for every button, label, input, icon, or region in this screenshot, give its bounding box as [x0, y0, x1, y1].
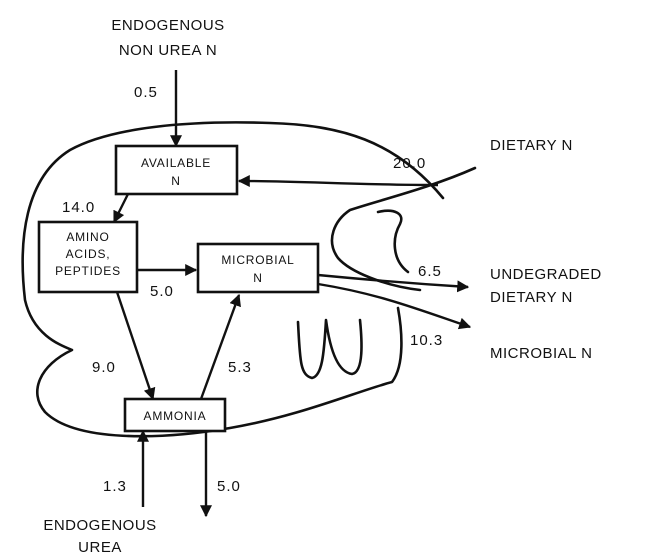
amino-label-line1: AMINO — [66, 230, 109, 244]
dietary-n-label: DIETARY N — [490, 137, 573, 154]
endogenous-non-urea-label-line2: NON UREA N — [119, 42, 217, 59]
flow-value-undegraded-out: 6.5 — [418, 263, 442, 280]
amino-label-line2: ACIDS, — [66, 247, 111, 261]
microbial-n-box — [196, 242, 320, 294]
reticulum-folds — [296, 318, 363, 380]
omasal-hook — [376, 209, 410, 274]
arrow-undegraded-dietary-out — [317, 273, 470, 293]
amino-label-line3: PEPTIDES — [55, 264, 121, 278]
arrow-amino-to-ammonia — [115, 291, 156, 401]
arrow-dietary-to-available — [237, 175, 439, 188]
undegraded-dietary-label-line2: DIETARY N — [490, 289, 573, 306]
flow-value-microbial-out: 10.3 — [410, 332, 443, 349]
endogenous-urea-label-line1: ENDOGENOUS — [43, 517, 156, 534]
flow-value-ammonia-to-microbial: 5.3 — [228, 359, 252, 376]
endogenous-non-urea-label-line1: ENDOGENOUS — [111, 17, 224, 34]
available-n-label-line2: N — [171, 174, 180, 188]
flow-value-endogenous-urea: 1.3 — [103, 478, 127, 495]
available-n-label-line1: AVAILABLE — [141, 156, 211, 170]
ammonia-box — [123, 397, 227, 433]
amino-acids-peptides-box — [37, 220, 139, 294]
arrow-microbial-out — [317, 282, 472, 330]
microbial-n-box-label-line2: N — [253, 271, 262, 285]
rumen-outline — [21, 121, 445, 438]
flow-value-amino-to-ammonia: 9.0 — [92, 359, 116, 376]
flow-value-amino-to-microbial: 5.0 — [150, 283, 174, 300]
flow-value-ammonia-out: 5.0 — [217, 478, 241, 495]
undegraded-dietary-label-line1: UNDEGRADED — [490, 266, 602, 283]
microbial-n-out-label: MICROBIAL N — [490, 345, 592, 362]
esophagus-upper-contour — [330, 166, 477, 292]
microbial-n-box-label-line1: MICROBIAL — [221, 253, 294, 267]
ammonia-label: AMMONIA — [144, 409, 207, 423]
arrow-available-to-amino — [112, 193, 130, 224]
flow-value-endogenous-non-urea: 0.5 — [134, 84, 158, 101]
endogenous-urea-label-line2: UREA — [78, 539, 122, 556]
arrow-ammonia-to-microbial — [199, 293, 241, 400]
flow-value-available-to-amino: 14.0 — [62, 199, 95, 216]
flow-value-dietary: 20.0 — [393, 155, 426, 172]
available-n-box — [114, 144, 239, 196]
